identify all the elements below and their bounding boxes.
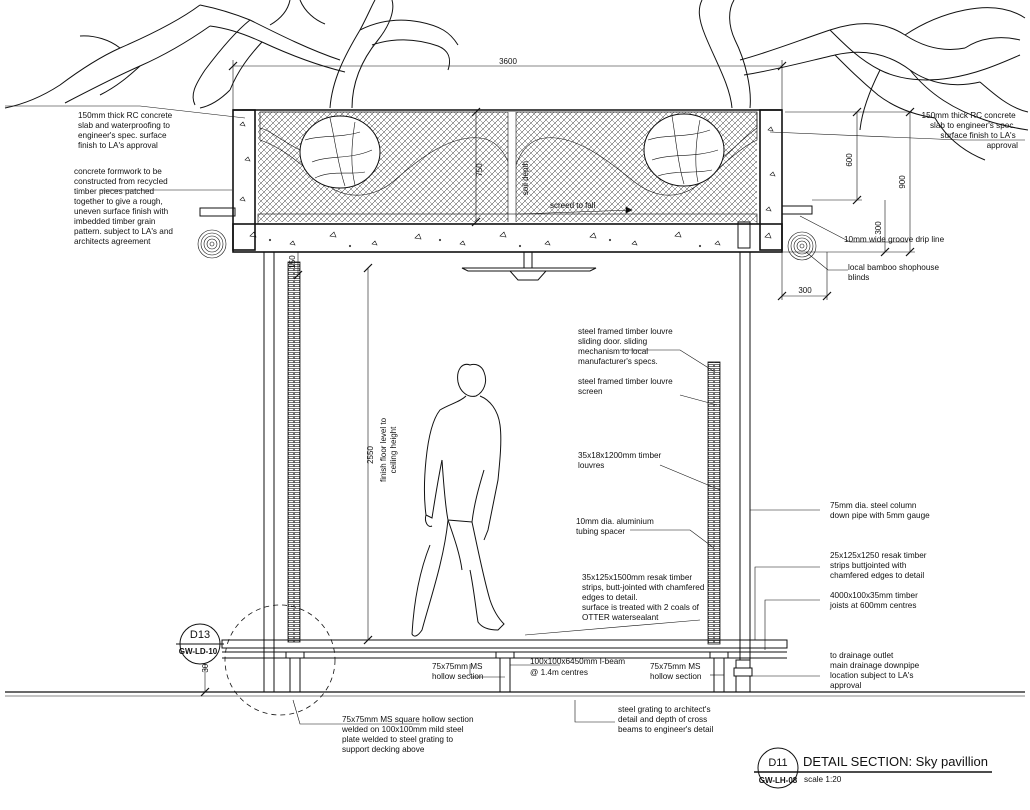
callout-code: D13 <box>190 629 210 641</box>
dim-ceiling-height-note-1: finish floor level to <box>379 417 388 482</box>
dim-grating-depth: 300 <box>201 659 210 673</box>
dim-soil-depth-label: soil depth <box>521 161 530 195</box>
bamboo-blind-left <box>197 229 227 259</box>
planter-box <box>199 109 813 253</box>
dim-overhang: 300 <box>798 286 812 295</box>
dim-ceiling-height: 2550 <box>366 446 375 464</box>
ceiling-fan <box>461 251 597 281</box>
callout-sheet: GW-LD-10 <box>179 647 218 656</box>
note-slab-right: 150mm thick RC concrete slab to engineer… <box>922 111 1019 150</box>
note-formwork: concrete formwork to be constructed from… <box>74 167 175 246</box>
note-hollow-right: 75x75mm MS hollow section <box>650 662 703 681</box>
dim-ceiling-height-note-2: ceiling height <box>389 426 398 473</box>
note-slab-left: 150mm thick RC concrete slab and waterpr… <box>78 111 174 150</box>
dim-total-height: 900 <box>898 175 907 189</box>
note-louvres: 35x18x1200mm timber louvres <box>578 451 664 470</box>
dim-slab-depth: 300 <box>874 221 883 235</box>
note-drip-line: 10mm wide groove drip line <box>844 235 945 244</box>
steel-column-right <box>739 251 751 673</box>
sheet-ref: GW-LH-08 <box>759 776 798 785</box>
title-code: D11 <box>768 757 787 769</box>
dim-planter-height: 600 <box>845 153 854 167</box>
louvre-screen-right <box>707 361 721 645</box>
drawing-scale: scale 1:20 <box>804 775 842 784</box>
note-ibeam: 100x100x6450mm I-beam @ 1.4m centres <box>530 657 627 677</box>
note-square-hollow: 75x75mm MS square hollow section welded … <box>341 715 476 754</box>
note-drainage: to drainage outlet main drainage downpip… <box>830 651 922 690</box>
callout-tag-d13: D13 GW-LD-10 <box>176 623 224 665</box>
bamboo-blind-right <box>787 231 817 261</box>
note-steel-grating: steel grating to architect's detail and … <box>618 705 714 734</box>
human-figure <box>411 363 505 637</box>
dim-beam-depth: 150 <box>288 255 297 269</box>
tree-right-illustration <box>698 0 1029 161</box>
note-resak-strips: 25x125x1250 resak timber strips buttjoin… <box>830 551 929 580</box>
title-block: D11 GW-LH-08 DETAIL SECTION: Sky pavilli… <box>754 747 992 789</box>
screed-label: screed to fall <box>550 201 596 210</box>
tree-left-illustration <box>4 0 459 109</box>
leader-lines <box>5 105 1025 725</box>
note-decking: 35x125x1500mm resak timber strips, butt-… <box>582 573 707 622</box>
note-column: 75mm dia. steel column down pipe with 5m… <box>830 501 930 520</box>
dimension-lines <box>200 60 915 697</box>
note-blinds: local bamboo shophouse blinds <box>848 263 941 282</box>
boulder-right <box>643 113 725 187</box>
louvre-door-left <box>287 261 301 643</box>
boulder-left <box>299 115 381 189</box>
note-hollow-left: 75x75mm MS hollow section <box>432 662 485 681</box>
note-joists: 4000x100x35mm timber joists at 600mm cen… <box>829 591 920 610</box>
callout-circle-d13 <box>224 604 336 716</box>
note-sliding-door: steel framed timber louvre sliding door.… <box>578 327 675 366</box>
drawing-title: DETAIL SECTION: Sky pavillion <box>803 754 988 769</box>
note-louvre-screen: steel framed timber louvre screen <box>578 377 675 396</box>
dim-soil-depth: 750 <box>475 163 484 177</box>
dim-overall-width: 3600 <box>499 57 517 66</box>
note-spacer: 10mm dia. aluminium tubing spacer <box>576 517 656 536</box>
steel-column-left <box>263 251 275 693</box>
